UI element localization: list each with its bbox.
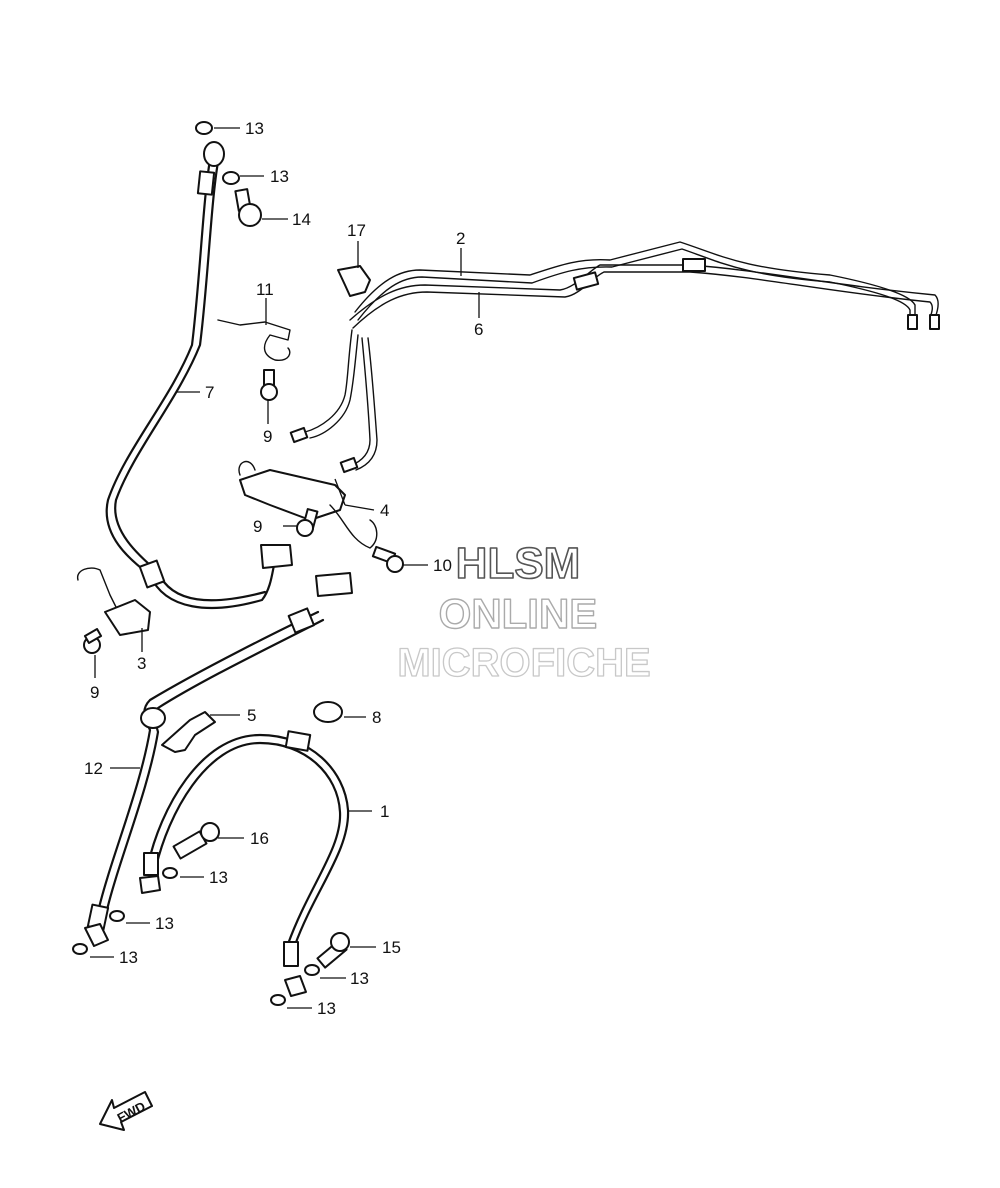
bolt-9-middle xyxy=(296,508,319,537)
washers-13 xyxy=(72,121,320,1006)
brake-pipes-2-6 xyxy=(289,241,940,474)
callout-17: 17 xyxy=(347,221,366,240)
bolt-10 xyxy=(371,545,404,573)
union-bolt-16 xyxy=(172,822,220,860)
callout-4: 4 xyxy=(380,501,389,520)
clip-5 xyxy=(161,711,216,753)
callout-5: 5 xyxy=(247,706,256,725)
callout-13-bottom: 13 xyxy=(317,999,336,1018)
bolt-9-lower xyxy=(83,628,103,654)
clamp-8 xyxy=(313,701,343,723)
callout-13-mid: 13 xyxy=(209,868,228,887)
callout-2: 2 xyxy=(456,229,465,248)
callout-13-left: 13 xyxy=(155,914,174,933)
callout-3: 3 xyxy=(137,654,146,673)
callout-13-upper: 13 xyxy=(270,167,289,186)
callout-11: 11 xyxy=(256,280,274,299)
watermark-line-2: ONLINE xyxy=(439,590,598,637)
clip-17 xyxy=(337,265,371,297)
leader-lines xyxy=(90,127,480,1009)
callout-15: 15 xyxy=(382,938,401,957)
fwd-label: FWD xyxy=(115,1098,148,1125)
bolt-9-upper xyxy=(260,369,278,401)
callout-16: 16 xyxy=(250,829,269,848)
callout-12: 12 xyxy=(84,759,103,778)
watermark-line-1: HLSM xyxy=(456,539,581,588)
brake-hose-1 xyxy=(139,730,350,997)
watermark-line-3: MICROFICHE xyxy=(397,641,650,685)
callout-6: 6 xyxy=(474,320,483,339)
callout-14: 14 xyxy=(292,210,311,229)
callout-13-top: 13 xyxy=(245,119,264,138)
callout-13-right: 13 xyxy=(350,969,369,988)
bracket-3 xyxy=(76,567,151,636)
fwd-arrow-icon: FWD xyxy=(99,1091,153,1131)
callout-9-middle: 9 xyxy=(253,517,262,536)
callout-9-lower: 9 xyxy=(90,683,99,702)
callout-7: 7 xyxy=(205,383,214,402)
clamp-11 xyxy=(217,319,291,361)
callout-8: 8 xyxy=(372,708,381,727)
bracket-4 xyxy=(238,460,378,549)
brake-hose-7 xyxy=(105,141,293,610)
callout-10: 10 xyxy=(433,556,452,575)
callout-13-bottom-left: 13 xyxy=(119,948,138,967)
callout-9-upper: 9 xyxy=(263,427,272,446)
brake-hose-12 xyxy=(84,572,353,947)
callout-1: 1 xyxy=(380,802,389,821)
bolt-14 xyxy=(234,188,262,227)
union-bolt-15 xyxy=(316,932,350,969)
